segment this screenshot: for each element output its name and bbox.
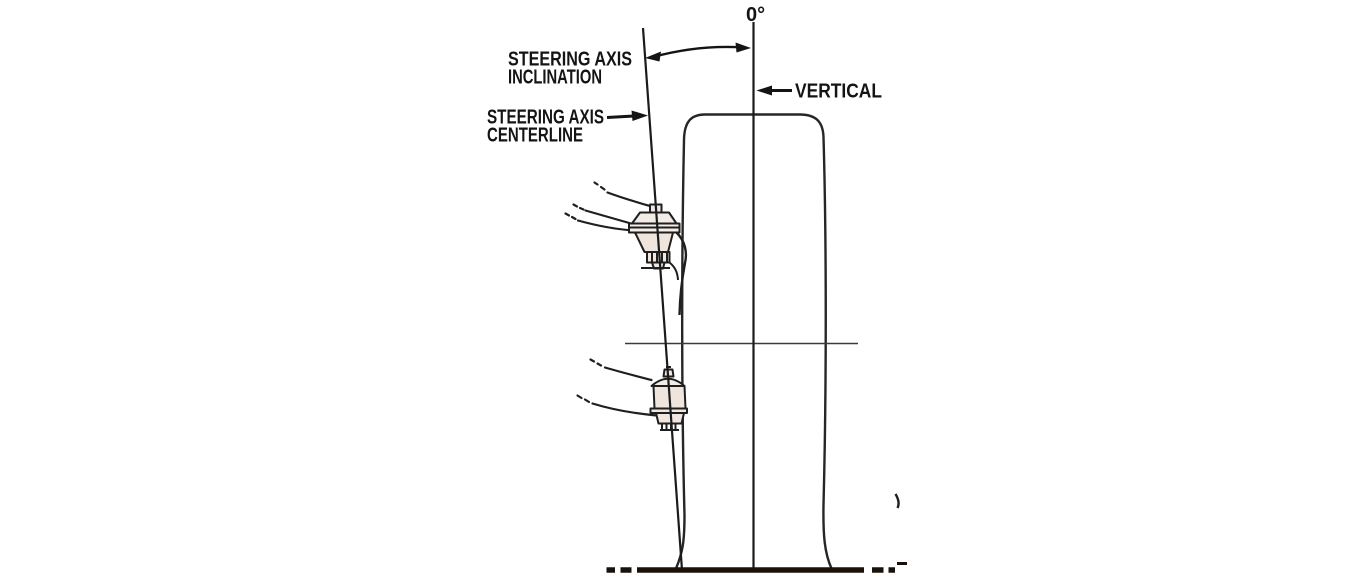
- ground-line: [606, 562, 907, 573]
- zero-degree-label: 0°: [746, 4, 765, 26]
- lower-control-arm: [576, 358, 658, 417]
- centerline-label-line2: CENTERLINE: [487, 125, 583, 147]
- vertical-label: VERTICAL: [795, 81, 882, 103]
- centerline-label-line1: STEERING AXIS: [487, 107, 604, 129]
- inclination-label-line2: INCLINATION: [508, 67, 602, 89]
- angle-arc-arrow: [645, 42, 751, 62]
- steering-axis-line: [641, 27, 684, 571]
- scan-artifact-mark: [894, 493, 900, 509]
- vertical-label-arrow: [756, 85, 792, 96]
- tire-outline: [674, 113, 833, 569]
- inclination-label-line1: STEERING AXIS: [508, 49, 632, 71]
- centerline-label-arrow: [606, 110, 648, 121]
